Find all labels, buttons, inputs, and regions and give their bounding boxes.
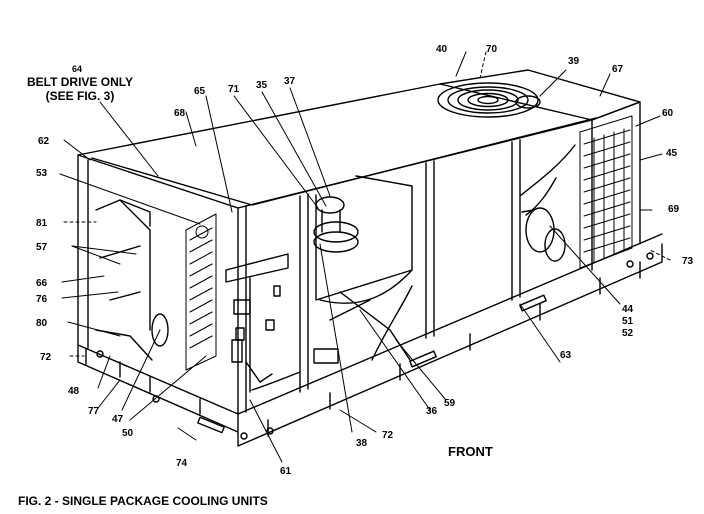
callout-73: 73	[682, 256, 694, 267]
callout-44: 44	[622, 304, 634, 315]
callout-45: 45	[666, 148, 678, 159]
control-panel	[225, 253, 301, 393]
front-label: FRONT	[448, 444, 493, 459]
callout-59: 59	[444, 398, 456, 409]
callout-57: 57	[36, 242, 48, 253]
evaporator-section	[313, 175, 413, 364]
callout-69: 69	[668, 204, 680, 215]
callout-68: 68	[174, 108, 186, 119]
callout-36: 36	[426, 406, 438, 417]
callout-76: 76	[36, 294, 48, 305]
callout-81: 81	[36, 218, 48, 229]
figure-caption: FIG. 2 - SINGLE PACKAGE COOLING UNITS	[18, 494, 268, 508]
callout-72-left: 72	[40, 352, 52, 363]
note-callout-number: 64	[72, 64, 83, 74]
callout-47: 47	[112, 414, 124, 425]
callout-35: 35	[256, 80, 268, 91]
callout-61: 61	[280, 466, 292, 477]
note-line-2: (SEE FIG. 3)	[45, 89, 115, 103]
cabinet-outline	[77, 69, 641, 415]
callout-60: 60	[662, 108, 674, 119]
callout-50: 50	[122, 428, 134, 439]
callout-70: 70	[486, 44, 498, 55]
callout-48: 48	[68, 386, 80, 397]
callout-63: 63	[560, 350, 572, 361]
note-line-1: BELT DRIVE ONLY	[26, 75, 133, 89]
callout-72-front: 72	[382, 430, 394, 441]
blower-motor	[313, 196, 359, 253]
condenser-fan	[437, 82, 541, 118]
left-grille	[185, 213, 217, 371]
callout-40: 40	[436, 44, 448, 55]
callout-38: 38	[356, 438, 368, 449]
callout-77: 77	[88, 406, 100, 417]
callout-39: 39	[568, 56, 580, 67]
condenser-coil	[579, 115, 633, 269]
callout-65: 65	[194, 86, 206, 97]
compressor-cutaway	[519, 144, 576, 262]
callout-62: 62	[38, 136, 50, 147]
callout-71: 71	[228, 84, 240, 95]
leader-lines	[59, 51, 671, 463]
callout-51: 51	[622, 316, 634, 327]
callout-80: 80	[36, 318, 48, 329]
callout-74: 74	[176, 458, 188, 469]
callout-37: 37	[284, 76, 296, 87]
callout-67: 67	[612, 64, 624, 75]
callout-53: 53	[36, 168, 48, 179]
callout-52: 52	[622, 328, 634, 339]
callout-66: 66	[36, 278, 48, 289]
